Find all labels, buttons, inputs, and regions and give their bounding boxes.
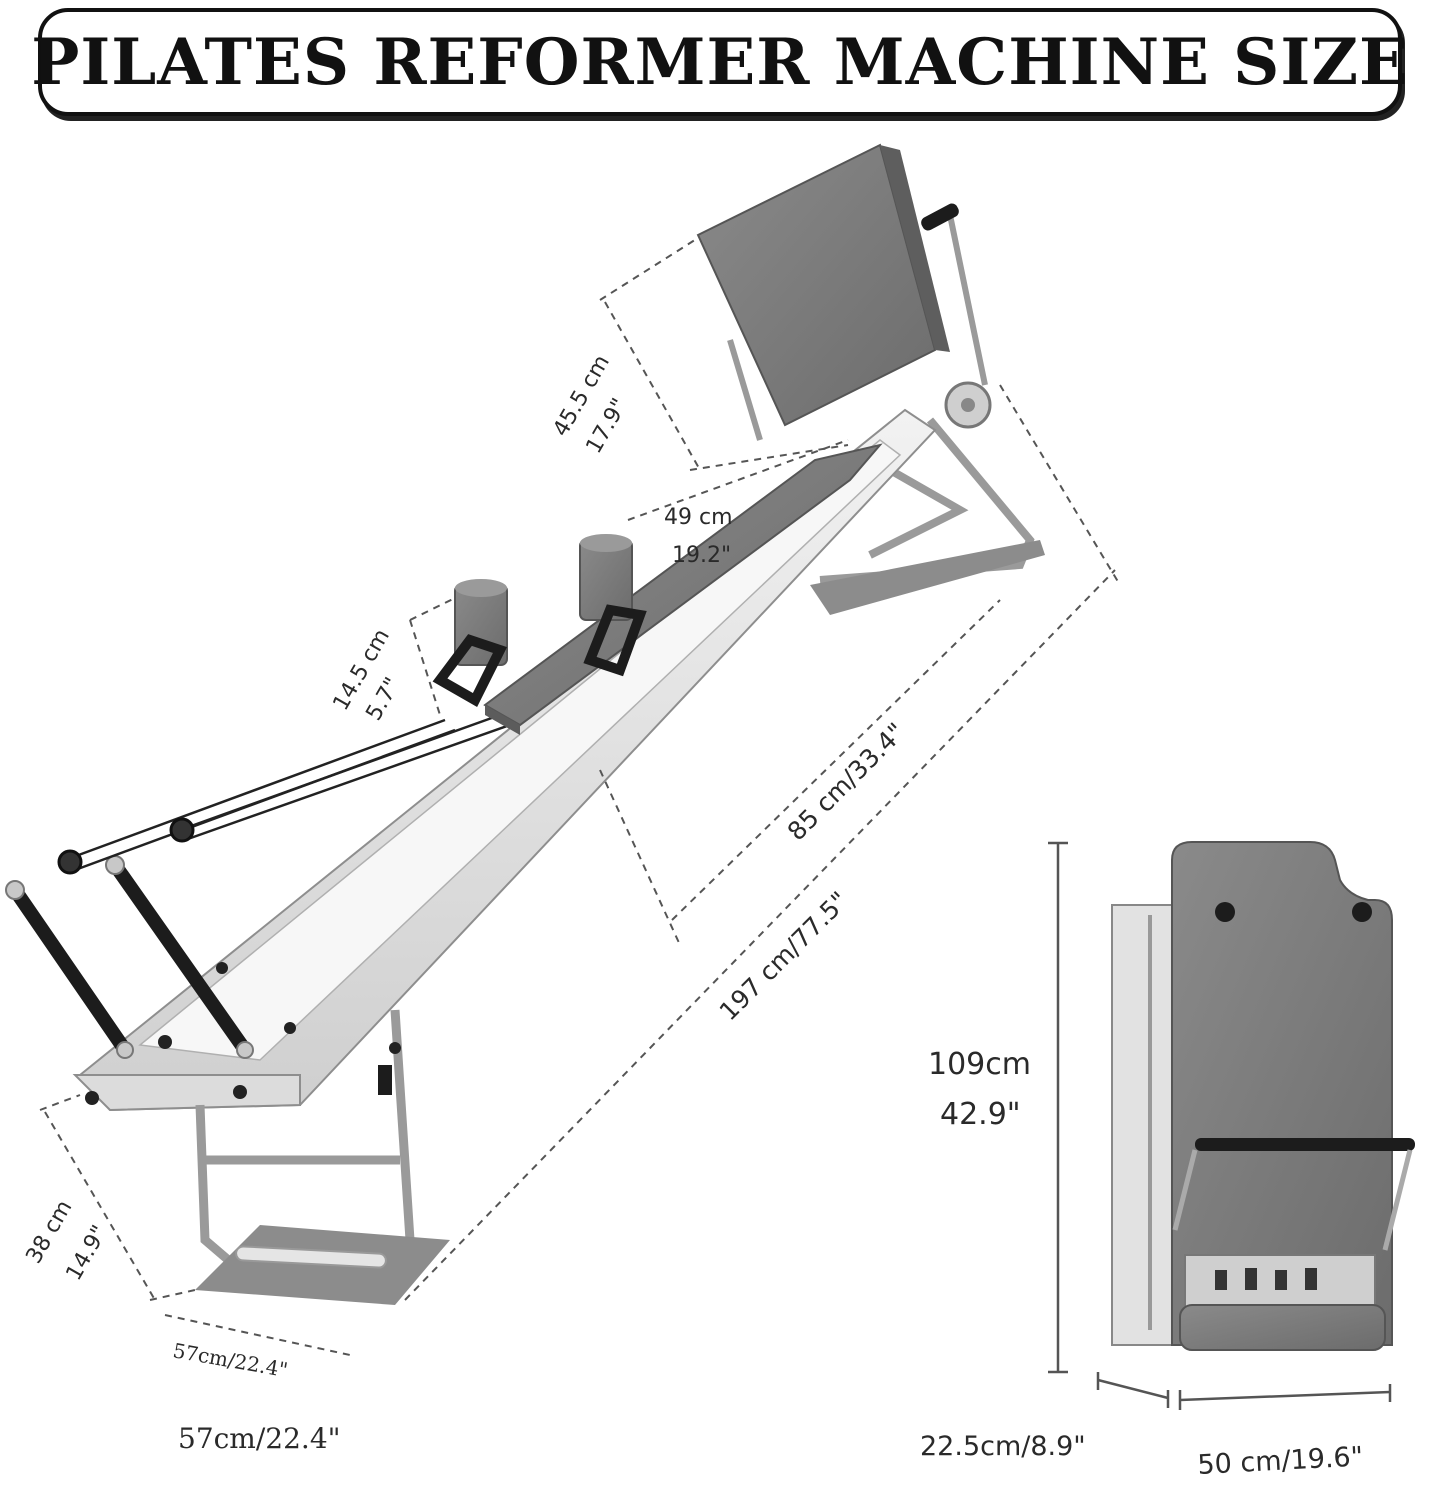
- title-banner: PILATES REFORMER MACHINE SIZE: [31, 8, 1408, 116]
- folded-bottom-pad: [1179, 1304, 1386, 1351]
- label-folded-depth: 22.5cm/8.9": [920, 1431, 1086, 1462]
- label-total-length: 197 cm/77.5": [714, 886, 854, 1026]
- dimension-lines: [39, 237, 1121, 1356]
- front-plate: [72, 1074, 301, 1112]
- label-overall-width: 57cm/22.4": [178, 1422, 341, 1455]
- label-folded-height-cm: 109cm: [928, 1047, 1031, 1082]
- label-carriage-in: 19.2": [672, 543, 731, 568]
- label-foot-width: 57cm/22.4": [171, 1338, 289, 1382]
- ropes: [64, 713, 511, 872]
- label-rail-length: 85 cm/33.4": [782, 717, 911, 846]
- folded-frame: [1111, 904, 1183, 1346]
- label-folded-width: 50 cm/19.6": [1197, 1441, 1364, 1481]
- folded-backrest: [1171, 841, 1393, 1346]
- folded-handle: [1195, 1138, 1415, 1151]
- label-front-height-in: 14.9": [62, 1221, 113, 1285]
- pulley-left: [57, 849, 83, 875]
- page-title: PILATES REFORMER MACHINE SIZE: [31, 24, 1409, 100]
- pulley-right: [169, 817, 195, 843]
- foot-bars: [8, 858, 252, 1057]
- folded-reformer: [1048, 841, 1415, 1410]
- label-carriage-cm: 49 cm: [664, 505, 733, 530]
- hand-straps: [432, 604, 647, 707]
- rear-foot-plate: [810, 540, 1045, 615]
- reformer-machine: [5, 143, 1045, 1305]
- label-front-height-cm: 38 cm: [22, 1196, 78, 1268]
- label-folded-height-in: 42.9": [940, 1097, 1021, 1132]
